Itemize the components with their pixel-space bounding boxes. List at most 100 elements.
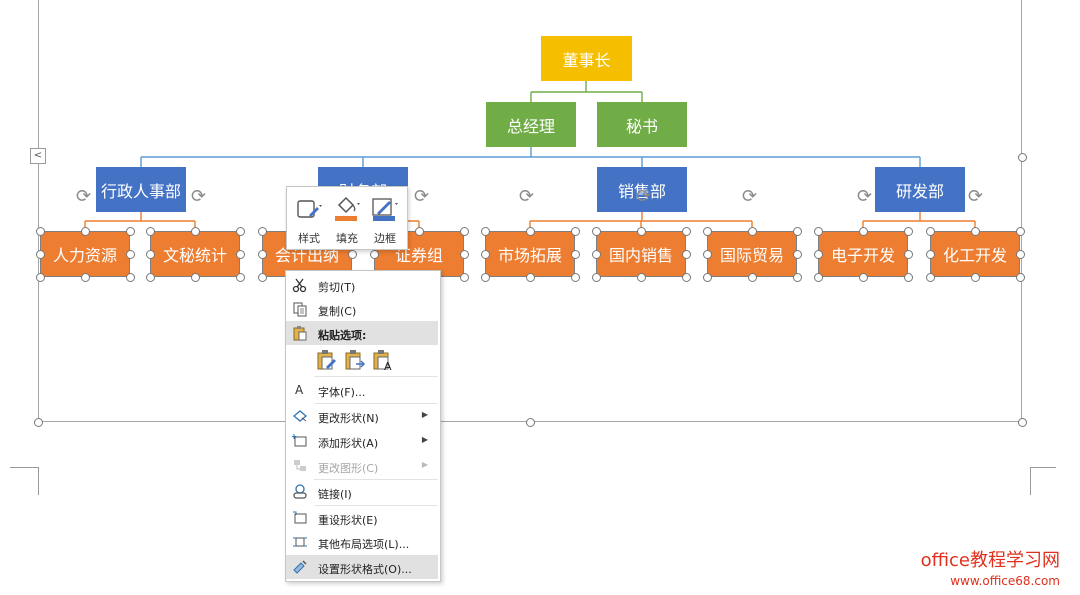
selection-handle[interactable] — [459, 249, 469, 259]
selection-handle[interactable] — [858, 226, 868, 236]
selection-handle[interactable] — [925, 249, 935, 259]
selection-handle[interactable] — [235, 226, 245, 236]
selection-handle[interactable] — [257, 226, 267, 236]
selection-handle[interactable] — [80, 272, 90, 282]
rotate-handle-icon[interactable]: ⟳ — [742, 186, 758, 207]
selection-handle[interactable] — [792, 226, 802, 236]
selection-handle[interactable] — [145, 249, 155, 259]
selection-handle[interactable] — [591, 272, 601, 282]
selection-handle[interactable] — [1015, 272, 1025, 282]
selection-handle[interactable] — [702, 249, 712, 259]
org-box-general-manager[interactable]: 总经理 — [486, 102, 576, 147]
selection-handle[interactable] — [480, 249, 490, 259]
rotate-handle-icon[interactable]: ⟳ — [191, 186, 207, 207]
outline-tool[interactable]: 边框 — [367, 193, 403, 245]
org-box-team[interactable]: 国际贸易 — [707, 231, 797, 277]
selection-handle[interactable] — [681, 272, 691, 282]
selection-handle[interactable] — [903, 249, 913, 259]
selection-handle[interactable] — [525, 272, 535, 282]
org-box-secretary[interactable]: 秘书 — [597, 102, 687, 147]
selection-handle[interactable] — [813, 249, 823, 259]
selection-handle[interactable] — [35, 272, 45, 282]
selection-handle[interactable] — [813, 272, 823, 282]
selection-handle[interactable] — [257, 249, 267, 259]
paste-keep-formatting-icon[interactable] — [316, 349, 338, 371]
selection-handle[interactable] — [257, 272, 267, 282]
selection-handle[interactable] — [925, 226, 935, 236]
selection-handle[interactable] — [347, 249, 357, 259]
selection-handle[interactable] — [970, 226, 980, 236]
paste-text-only-icon[interactable]: A — [372, 349, 394, 371]
text-pane-toggle-button[interactable]: < — [30, 148, 46, 164]
selection-handle[interactable] — [570, 249, 580, 259]
org-box-team[interactable]: 化工开发 — [930, 231, 1020, 277]
selection-handle[interactable] — [792, 249, 802, 259]
rotate-handle-icon[interactable]: ⟳ — [414, 186, 430, 207]
frame-handle-mr[interactable] — [1018, 153, 1027, 162]
selection-handle[interactable] — [970, 272, 980, 282]
selection-handle[interactable] — [1015, 226, 1025, 236]
selection-handle[interactable] — [903, 226, 913, 236]
selection-handle[interactable] — [125, 272, 135, 282]
style-tool[interactable]: 样式 — [291, 193, 327, 245]
selection-handle[interactable] — [636, 226, 646, 236]
org-box-team[interactable]: 电子开发 — [818, 231, 908, 277]
selection-handle[interactable] — [235, 249, 245, 259]
rotate-handle-icon[interactable]: ⟳ — [519, 186, 535, 207]
selection-handle[interactable] — [145, 272, 155, 282]
selection-handle[interactable] — [570, 272, 580, 282]
frame-handle-bl[interactable] — [34, 418, 43, 427]
selection-handle[interactable] — [235, 272, 245, 282]
selection-handle[interactable] — [702, 226, 712, 236]
frame-handle-br[interactable] — [1018, 418, 1027, 427]
selection-handle[interactable] — [125, 249, 135, 259]
org-box-sales[interactable]: 销售部 — [597, 167, 687, 212]
selection-handle[interactable] — [747, 272, 757, 282]
selection-handle[interactable] — [80, 226, 90, 236]
org-box-team[interactable]: 市场拓展 — [485, 231, 575, 277]
selection-handle[interactable] — [903, 272, 913, 282]
menu-item-font[interactable]: A 字体(F)... — [295, 383, 366, 399]
selection-handle[interactable] — [792, 272, 802, 282]
selection-handle[interactable] — [414, 226, 424, 236]
menu-item-reset-shape[interactable]: 重设形状(E) — [286, 506, 438, 530]
selection-handle[interactable] — [459, 226, 469, 236]
selection-handle[interactable] — [858, 272, 868, 282]
selection-handle[interactable] — [702, 272, 712, 282]
selection-handle[interactable] — [681, 226, 691, 236]
selection-handle[interactable] — [480, 272, 490, 282]
selection-handle[interactable] — [591, 249, 601, 259]
selection-handle[interactable] — [813, 226, 823, 236]
rotate-handle-icon[interactable]: ⟳ — [76, 186, 92, 207]
selection-handle[interactable] — [190, 226, 200, 236]
rotate-handle-icon[interactable]: ⟳ — [636, 186, 652, 207]
org-box-admin-hr[interactable]: 行政人事部 — [96, 167, 186, 212]
rotate-handle-icon[interactable]: ⟳ — [968, 186, 984, 207]
frame-handle-bm[interactable] — [526, 418, 535, 427]
rotate-handle-icon[interactable]: ⟳ — [857, 186, 873, 207]
selection-handle[interactable] — [125, 226, 135, 236]
menu-item-copy[interactable]: 复制(C) — [286, 297, 438, 321]
org-box-team[interactable]: 国内销售 — [596, 231, 686, 277]
selection-handle[interactable] — [35, 249, 45, 259]
fill-tool[interactable]: 填充 — [329, 193, 365, 245]
selection-handle[interactable] — [925, 272, 935, 282]
selection-handle[interactable] — [525, 226, 535, 236]
selection-handle[interactable] — [459, 272, 469, 282]
menu-item-cut[interactable]: 剪切(T) — [286, 273, 438, 297]
menu-item-format-shape[interactable]: 设置形状格式(O)... — [286, 555, 438, 579]
menu-item-link[interactable]: 链接(I) — [286, 480, 438, 504]
org-box-team[interactable]: 文秘统计 — [150, 231, 240, 277]
selection-handle[interactable] — [591, 226, 601, 236]
selection-handle[interactable] — [190, 272, 200, 282]
selection-handle[interactable] — [35, 226, 45, 236]
org-box-team[interactable]: 人力资源 — [40, 231, 130, 277]
selection-handle[interactable] — [369, 249, 379, 259]
org-box-team[interactable]: 证券组 — [374, 231, 464, 277]
selection-handle[interactable] — [1015, 249, 1025, 259]
selection-handle[interactable] — [480, 226, 490, 236]
paste-merge-icon[interactable] — [344, 349, 366, 371]
selection-handle[interactable] — [747, 226, 757, 236]
selection-handle[interactable] — [681, 249, 691, 259]
menu-item-change-shape[interactable]: 更改形状(N) ▶ — [286, 404, 438, 428]
